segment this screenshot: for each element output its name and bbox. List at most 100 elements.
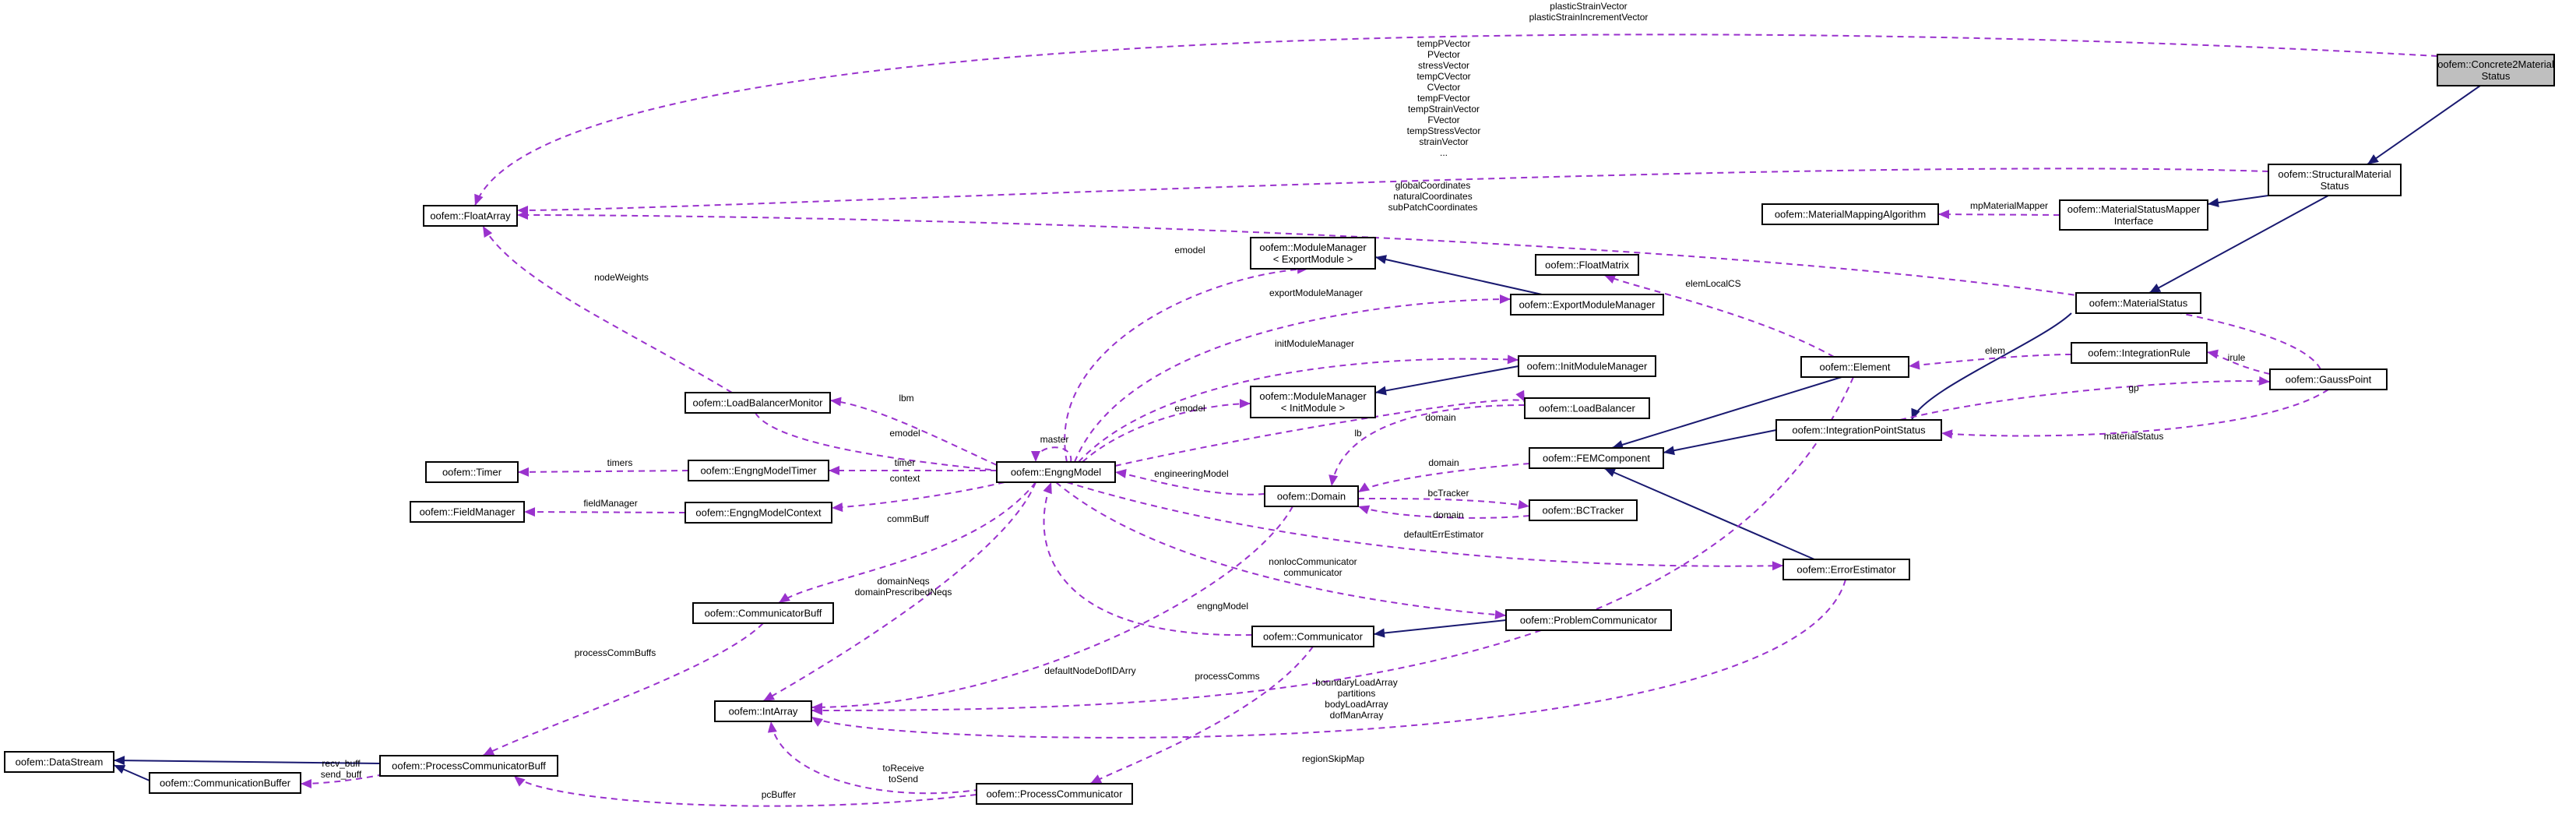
class-node-problem-comm[interactable]: oofem::ProblemCommunicator <box>1505 609 1672 631</box>
class-node-float-matrix[interactable]: oofem::FloatMatrix <box>1535 254 1639 276</box>
class-node-em-timer[interactable]: oofem::EngngModelTimer <box>688 460 829 481</box>
class-node-domain[interactable]: oofem::Domain <box>1264 485 1359 507</box>
edge-label-line: bcTracker <box>1428 488 1469 499</box>
usage-edge: domain <box>1357 457 1530 493</box>
class-node-proc-comm[interactable]: oofem::ProcessCommunicator <box>976 783 1133 805</box>
edge-label: processComms <box>1195 671 1259 682</box>
class-node-engng-model[interactable]: oofem::EngngModel <box>996 461 1116 483</box>
class-node-ip-status[interactable]: oofem::IntegrationPointStatus <box>1775 419 1942 441</box>
class-node-communicator[interactable]: oofem::Communicator <box>1251 626 1374 647</box>
edge-line <box>1941 389 2329 437</box>
edge-label: elemLocalCS <box>1685 278 1740 289</box>
usage-edge: mpMaterialMapper <box>1937 200 2060 220</box>
edge-label-line: dofManArray <box>1330 710 1384 721</box>
class-node-element[interactable]: oofem::Element <box>1800 356 1909 378</box>
class-node-field-manager[interactable]: oofem::FieldManager <box>410 501 525 523</box>
usage-edge: emodel <box>1082 399 1251 463</box>
class-box <box>379 755 558 777</box>
class-node-comm-buff[interactable]: oofem::CommunicatorBuff <box>692 602 834 624</box>
usage-edge: lbm <box>829 393 998 466</box>
class-node-lb-monitor[interactable]: oofem::LoadBalancerMonitor <box>684 392 831 414</box>
edge-label: engineeringModel <box>1154 468 1228 479</box>
edge-label-line: mpMaterialMapper <box>1970 200 2048 211</box>
edge-label: emodel <box>1174 245 1205 256</box>
edge-line <box>482 225 733 393</box>
edge-line <box>482 622 764 756</box>
class-node-em-context[interactable]: oofem::EngngModelContext <box>684 502 832 524</box>
edge-label-line: send_buff <box>321 769 362 780</box>
edge-line <box>1074 298 1511 463</box>
class-name: oofem::ModuleManager <box>1259 242 1367 253</box>
edge-label-line: strainVector <box>1419 136 1468 147</box>
class-node-error-estimator[interactable]: oofem::ErrorEstimator <box>1782 559 1910 580</box>
class-node-init-mod-mgr[interactable]: oofem::InitModuleManager <box>1518 355 1656 377</box>
arrowhead <box>763 691 776 701</box>
edge-label-line: plasticStrainVector <box>1550 1 1627 12</box>
edge-label-line: globalCoordinates <box>1395 180 1471 191</box>
edge-label-line: nonlocCommunicator <box>1269 556 1357 567</box>
class-node-mod-mgr-init[interactable]: oofem::ModuleManager< InitModule > <box>1250 386 1376 418</box>
inheritance-edge <box>2207 194 2275 207</box>
edge-label: regionSkipMap <box>1302 753 1364 764</box>
class-node-mat-map-alg[interactable]: oofem::MaterialMappingAlgorithm <box>1761 203 1939 225</box>
class-node-load-balancer[interactable]: oofem::LoadBalancer <box>1524 397 1650 419</box>
arrowhead <box>811 706 822 715</box>
edge-label-line: lb <box>1354 428 1362 439</box>
class-name: oofem::CommunicationBuffer <box>160 777 291 789</box>
edge-label: gp <box>2128 383 2139 393</box>
edge-label: bcTracker <box>1428 488 1469 499</box>
class-node-fem-component[interactable]: oofem::FEMComponent <box>1529 447 1664 469</box>
edge-label: emodel <box>1174 403 1205 414</box>
class-node-integration-rule[interactable]: oofem::IntegrationRule <box>2071 342 2208 364</box>
arrowhead <box>2208 198 2219 207</box>
class-name: oofem::LoadBalancer <box>1539 403 1635 414</box>
edge-label-line: recv_buff <box>322 758 361 769</box>
edge-line <box>1357 498 1530 507</box>
class-node-proc-comm-buff[interactable]: oofem::ProcessCommunicatorBuff <box>379 755 558 777</box>
edge-label-line: emodel <box>1174 403 1205 414</box>
edge-label-line: subPatchCoordinates <box>1388 202 1478 213</box>
class-name: oofem::FEMComponent <box>1543 453 1650 464</box>
class-node-comm-buffer[interactable]: oofem::CommunicationBuffer <box>149 772 301 794</box>
edge-label-line: lbm <box>899 393 913 404</box>
class-name: oofem::ExportModuleManager <box>1519 299 1656 311</box>
arrowhead <box>1374 628 1385 638</box>
usage-edge: defaultErrEstimator <box>1066 481 1784 571</box>
class-node-material-status[interactable]: oofem::MaterialStatus <box>2075 292 2201 314</box>
class-name: oofem::EngngModelTimer <box>700 465 817 477</box>
edge-label-line: timer <box>895 457 916 468</box>
inheritance-edge <box>1603 467 1815 560</box>
class-node-export-mod-mgr[interactable]: oofem::ExportModuleManager <box>1510 294 1664 316</box>
class-node-gauss-point[interactable]: oofem::GaussPoint <box>2269 368 2388 390</box>
usage-edge: timer <box>829 457 997 475</box>
class-node-bc-tracker[interactable]: oofem::BCTracker <box>1529 499 1638 521</box>
class-name: oofem::Concrete2Material <box>2437 58 2554 70</box>
arrowhead <box>1604 468 1617 478</box>
class-node-data-stream[interactable]: oofem::DataStream <box>4 751 114 773</box>
usage-edge: exportModuleManager <box>1074 287 1511 463</box>
class-box <box>149 772 301 794</box>
class-node-int-array[interactable]: oofem::IntArray <box>714 700 812 722</box>
arrowhead <box>1043 482 1052 495</box>
edge-line <box>1908 354 2072 367</box>
edge-label-line: tempStrainVector <box>1408 104 1480 115</box>
class-name: oofem::IntArray <box>729 706 798 718</box>
edge-label: pcBuffer <box>762 789 796 800</box>
edge-label-line: bodyLoadArray <box>1325 699 1388 710</box>
edge-line <box>2207 194 2275 205</box>
class-node-mod-mgr-export[interactable]: oofem::ModuleManager< ExportModule > <box>1250 237 1376 270</box>
arrowhead <box>2258 376 2270 386</box>
inheritance-edge <box>113 756 381 766</box>
inheritance-edge <box>1611 376 1842 450</box>
edge-line <box>1663 429 1777 453</box>
class-node-timer[interactable]: oofem::Timer <box>425 461 519 483</box>
edge-label: emodel <box>889 428 920 439</box>
edge-label-line: domain <box>1425 412 1455 423</box>
class-node-float-array[interactable]: oofem::FloatArray <box>423 205 518 227</box>
edge-line <box>1374 365 1519 393</box>
